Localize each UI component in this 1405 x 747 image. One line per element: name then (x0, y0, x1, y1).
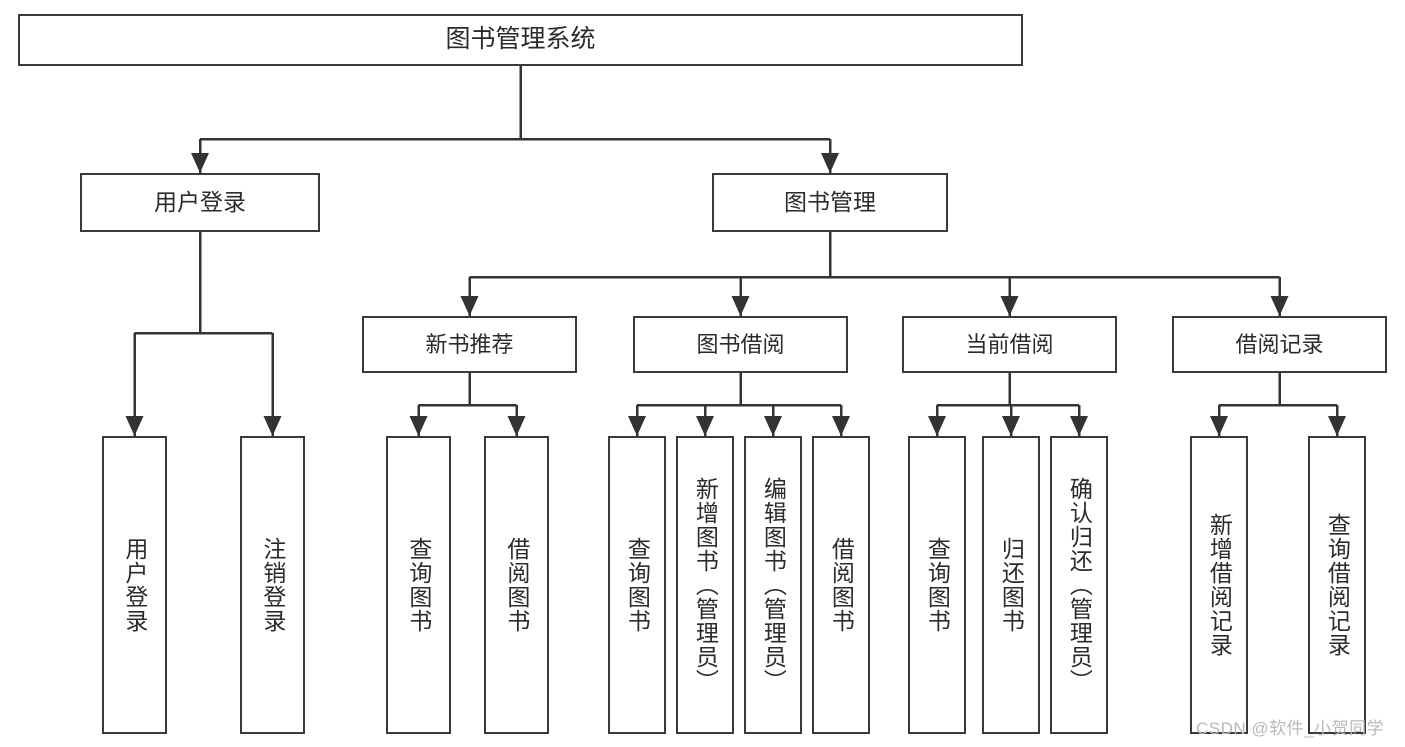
node-leaf-rec-borrow-book[interactable]: 借阅图书 (484, 436, 549, 734)
arrowhead-icon (628, 416, 646, 436)
node-label: 查询借阅记录 (1324, 513, 1351, 657)
arrowhead-icon (1210, 416, 1228, 436)
node-label: 图书管理系统 (445, 25, 596, 54)
arrowhead-icon (928, 416, 946, 436)
node-label: 用户登录 (154, 188, 246, 215)
node-leaf-add-book[interactable]: 新增图书（管理员） (676, 436, 734, 734)
node-leaf-confirm-return[interactable]: 确认归还（管理员） (1050, 436, 1108, 734)
node-label: 新增借阅记录 (1206, 513, 1233, 657)
node-label: 借阅记录 (1235, 331, 1324, 357)
node-label: 确认归还（管理员） (1066, 477, 1093, 693)
csdn-watermark: CSDN @软件_小贺同学 (1196, 719, 1385, 738)
arrowhead-icon (696, 416, 714, 436)
node-label: 当前借阅 (965, 331, 1054, 357)
node-label: 归还图书 (998, 537, 1025, 633)
node-label: 查询图书 (924, 537, 951, 633)
node-label: 查询图书 (624, 537, 651, 633)
node-leaf-user-logout[interactable]: 注销登录 (240, 436, 305, 734)
node-leaf-borrow-book[interactable]: 借阅图书 (812, 436, 870, 734)
node-book-borrow[interactable]: 图书借阅 (633, 316, 848, 373)
arrowhead-icon (191, 153, 209, 173)
node-label: 借阅图书 (828, 537, 855, 633)
node-leaf-borrow-query-book[interactable]: 查询图书 (608, 436, 666, 734)
node-leaf-return-book[interactable]: 归还图书 (982, 436, 1040, 734)
node-label: 图书借阅 (696, 331, 785, 357)
node-label: 新书推荐 (425, 331, 514, 357)
node-label: 用户登录 (121, 537, 148, 633)
node-label: 编辑图书（管理员） (760, 477, 787, 693)
node-borrow-record[interactable]: 借阅记录 (1172, 316, 1387, 373)
arrowhead-icon (1270, 296, 1289, 316)
arrowhead-icon (1070, 416, 1088, 436)
arrowhead-icon (764, 416, 782, 436)
arrowhead-icon (832, 416, 850, 436)
node-book-manage[interactable]: 图书管理 (712, 173, 948, 232)
arrowhead-icon (125, 416, 144, 436)
arrowhead-icon (507, 416, 526, 436)
node-current-borrow[interactable]: 当前借阅 (902, 316, 1117, 373)
node-label: 注销登录 (259, 537, 286, 633)
node-user-login[interactable]: 用户登录 (80, 173, 320, 232)
arrowhead-icon (731, 296, 750, 316)
node-leaf-cur-query-book[interactable]: 查询图书 (908, 436, 966, 734)
node-label: 借阅图书 (503, 537, 530, 633)
node-label: 查询图书 (405, 537, 432, 633)
node-leaf-add-record[interactable]: 新增借阅记录 (1190, 436, 1248, 734)
node-leaf-query-record[interactable]: 查询借阅记录 (1308, 436, 1366, 734)
node-leaf-edit-book[interactable]: 编辑图书（管理员） (744, 436, 802, 734)
node-label: 图书管理 (784, 188, 876, 215)
node-leaf-user-login[interactable]: 用户登录 (102, 436, 167, 734)
node-leaf-rec-query-book[interactable]: 查询图书 (386, 436, 451, 734)
arrowhead-icon (1002, 416, 1020, 436)
arrowhead-icon (460, 296, 479, 316)
arrowhead-icon (409, 416, 428, 436)
node-label: 新增图书（管理员） (692, 477, 719, 693)
arrowhead-icon (1000, 296, 1019, 316)
arrowhead-icon (1328, 416, 1346, 436)
arrowhead-icon (263, 416, 282, 436)
node-root[interactable]: 图书管理系统 (18, 14, 1023, 66)
arrowhead-icon (821, 153, 839, 173)
node-new-book-rec[interactable]: 新书推荐 (362, 316, 577, 373)
